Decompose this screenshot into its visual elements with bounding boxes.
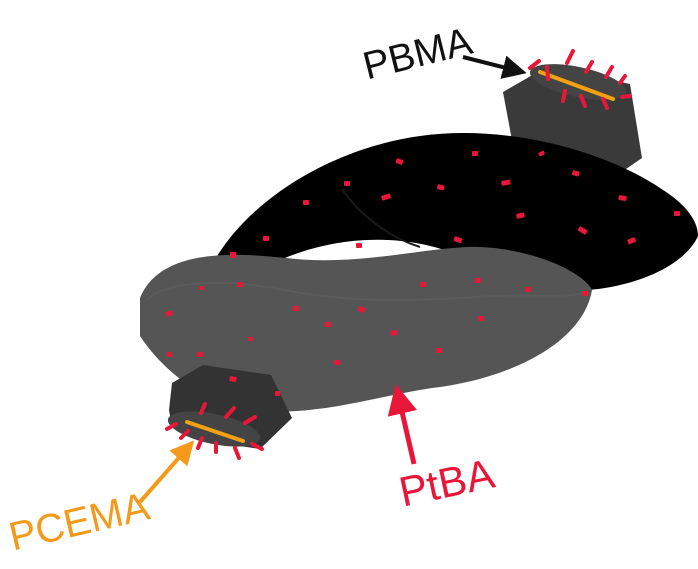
pcema-arrow-icon [140, 444, 191, 502]
ptba-pointer [397, 390, 414, 464]
ptba-arrow-icon [397, 390, 414, 464]
pcema-pointer [140, 444, 191, 502]
